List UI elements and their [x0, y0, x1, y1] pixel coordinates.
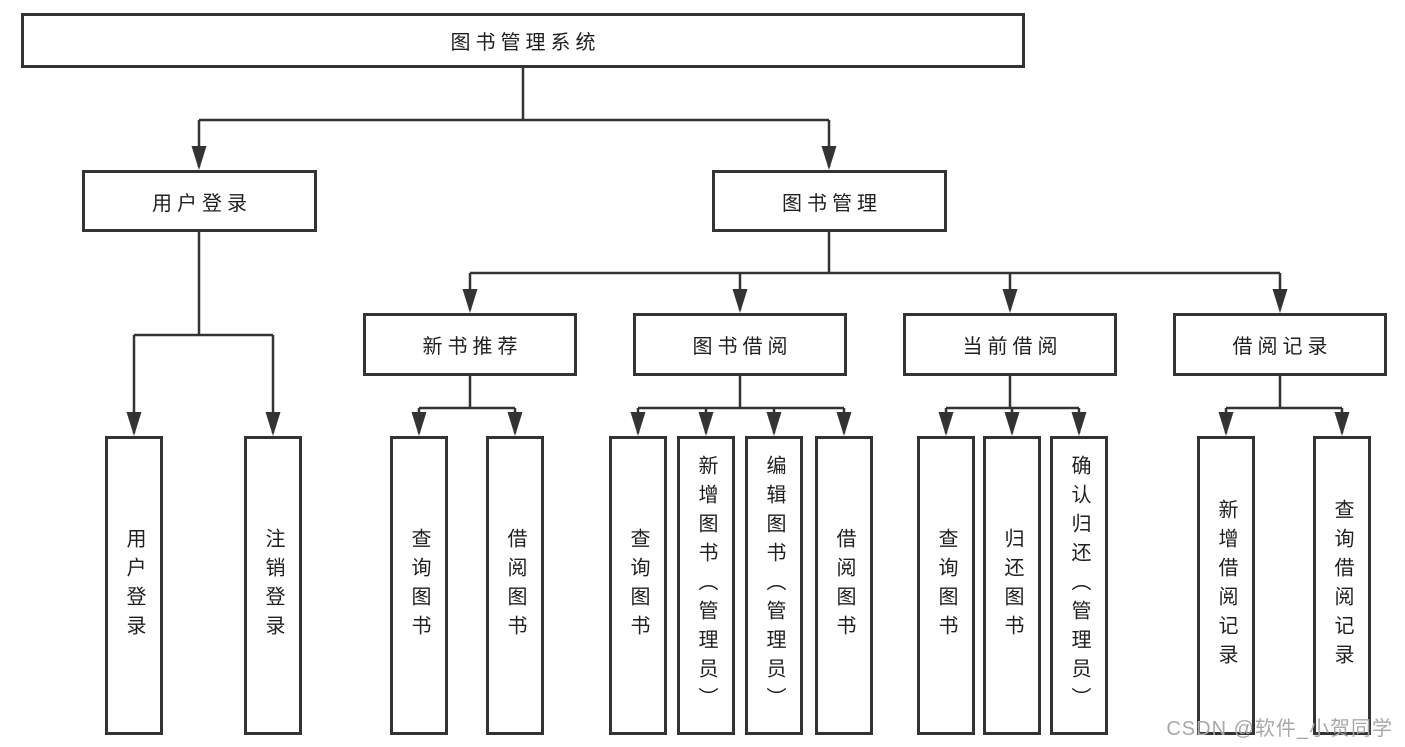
leaf-label: 查询图书 [627, 527, 649, 644]
node-user-login: 用户登录 [82, 170, 317, 232]
connector-book-borrow-children [630, 376, 852, 436]
leaf-user-login: 用户登录 [105, 436, 163, 735]
leaf-label: 确认归还（管理员） [1068, 455, 1090, 716]
leaf-br-add-record: 新增借阅记录 [1197, 436, 1255, 735]
leaf-cb-query-book: 查询图书 [917, 436, 975, 735]
leaf-bb-query-book: 查询图书 [609, 436, 667, 735]
leaf-cb-confirm-return-admin: 确认归还（管理员） [1050, 436, 1108, 735]
connector-new-book-recommend-children [411, 376, 523, 436]
node-system-root: 图书管理系统 [21, 13, 1025, 68]
leaf-logout: 注销登录 [244, 436, 302, 735]
leaf-label: 查询借阅记录 [1331, 498, 1353, 673]
connector-user-login-children [126, 232, 281, 436]
leaf-label: 查询图书 [408, 527, 430, 644]
leaf-bb-edit-book-admin: 编辑图书（管理员） [745, 436, 803, 735]
node-current-borrow: 当前借阅 [903, 313, 1117, 376]
connector-current-borrow-children [938, 376, 1087, 436]
node-book-borrow: 图书借阅 [633, 313, 847, 376]
leaf-nb-query-book: 查询图书 [390, 436, 448, 735]
node-label: 图书借阅 [692, 336, 793, 358]
node-label: 当前借阅 [962, 336, 1063, 358]
node-label: 新书推荐 [422, 336, 523, 358]
connector-book-management-children [462, 232, 1288, 313]
leaf-label: 查询图书 [935, 527, 957, 644]
node-book-management: 图书管理 [712, 170, 947, 232]
node-label: 图书管理 [782, 192, 882, 215]
connector-borrow-records-children [1218, 376, 1350, 436]
leaf-label: 注销登录 [262, 527, 284, 644]
leaf-label: 编辑图书（管理员） [763, 455, 785, 716]
leaf-label: 归还图书 [1001, 527, 1023, 644]
leaf-label: 用户登录 [123, 527, 145, 644]
leaf-br-query-record: 查询借阅记录 [1313, 436, 1371, 735]
connector-root-to-level2 [191, 68, 837, 170]
leaf-label: 新增图书（管理员） [695, 455, 717, 716]
node-label: 用户登录 [152, 192, 252, 215]
leaf-bb-borrow-book: 借阅图书 [815, 436, 873, 735]
leaf-bb-add-book-admin: 新增图书（管理员） [677, 436, 735, 735]
leaf-label: 借阅图书 [833, 527, 855, 644]
leaf-cb-return-book: 归还图书 [983, 436, 1041, 735]
leaf-label: 借阅图书 [504, 527, 526, 644]
node-borrow-records: 借阅记录 [1173, 313, 1387, 376]
node-label: 图书管理系统 [450, 32, 601, 54]
node-label: 借阅记录 [1232, 336, 1333, 358]
leaf-label: 新增借阅记录 [1215, 498, 1237, 673]
node-new-book-recommend: 新书推荐 [363, 313, 577, 376]
leaf-nb-borrow-book: 借阅图书 [486, 436, 544, 735]
